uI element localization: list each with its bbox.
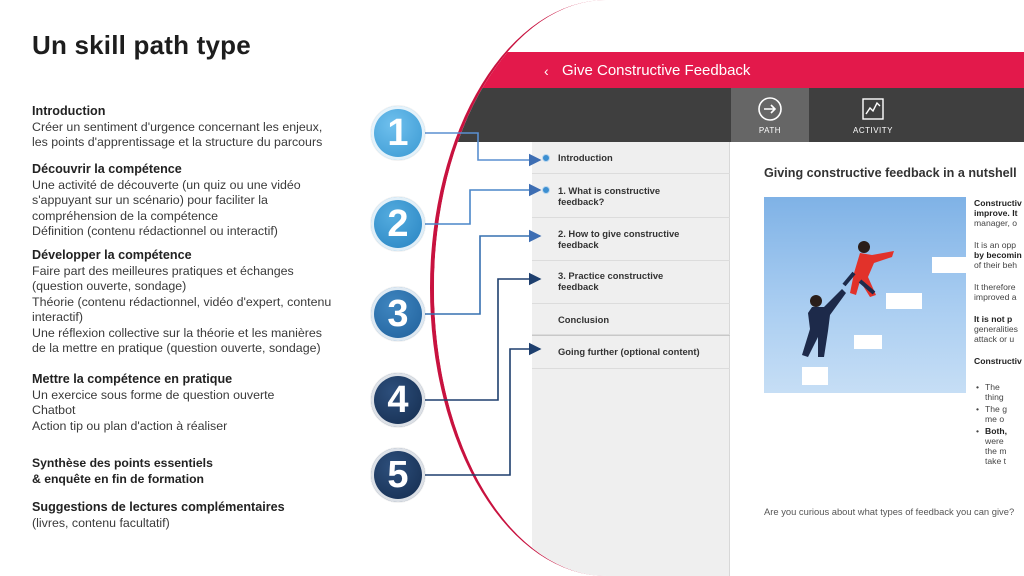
step-badge-4: 4 <box>371 373 425 427</box>
app-tab-bar: PATH ACTIVITY <box>434 88 1024 142</box>
section-line: les points d'apprentissage et la structu… <box>32 135 323 149</box>
app-screenshot-panel: ‹ Give Constructive Feedback PATH ACTIVI… <box>430 0 1024 576</box>
progress-dot-icon <box>542 186 550 194</box>
section-line: Une réflexion collective sur la théorie … <box>32 325 322 340</box>
bullet-icon: • <box>976 404 980 414</box>
section-heading: Mettre la compétence en pratique <box>32 372 233 386</box>
bullet-icon: • <box>976 426 980 436</box>
outline-item-introduction[interactable]: Introduction <box>532 142 730 174</box>
stair-step <box>932 257 966 273</box>
bullet-icon: • <box>976 382 980 392</box>
section-line: interactif) <box>32 310 83 324</box>
lesson-bullet-line: take t <box>985 456 1007 466</box>
course-title: Give Constructive Feedback <box>562 62 751 79</box>
outline-item-label: 2. How to give constructive <box>558 228 680 239</box>
section-line: Une activité de découverte (un quiz ou u… <box>32 177 301 192</box>
section-line: Théorie (contenu rédactionnel, vidéo d'e… <box>32 294 332 309</box>
activity-chart-icon <box>862 98 884 120</box>
step-badge-2: 2 <box>371 197 425 251</box>
lesson-text-line: of their beh <box>974 260 1017 270</box>
lesson-text-line: Constructiv <box>974 198 1022 208</box>
tab-label: ACTIVITY <box>852 126 893 135</box>
tab-label: PATH <box>758 126 782 135</box>
lesson-content: Giving constructive feedback in a nutshe… <box>730 142 1024 576</box>
outline-item-what-is[interactable]: 1. What is constructive feedback? <box>532 174 730 218</box>
outline-item-label: Conclusion <box>558 314 610 325</box>
lesson-title: Giving constructive feedback in a nutshe… <box>764 166 1017 180</box>
page-title: Un skill path type <box>32 30 251 60</box>
section-line: de la mettre en pratique (question ouver… <box>32 341 321 355</box>
section-line: Un exercice sous forme de question ouver… <box>32 387 275 402</box>
lesson-bullet-line: Both, <box>985 426 1007 436</box>
lesson-bullet-line: thing <box>985 392 1004 402</box>
section-line: s'appuyant sur un scénario) pour facilit… <box>32 193 268 207</box>
lesson-text-line: attack or u <box>974 334 1015 344</box>
teamwork-illustration <box>764 197 966 393</box>
section-line: Définition (contenu rédactionnel ou inte… <box>32 224 278 238</box>
stair-step <box>854 335 882 349</box>
section-line: compréhension de la compétence <box>32 208 218 223</box>
course-outline-sidebar: Introduction 1. What is constructive fee… <box>532 142 730 576</box>
stair-step <box>886 293 922 309</box>
outline-item-label: Going further (optional content) <box>558 346 700 357</box>
section-line: Chatbot <box>32 403 76 417</box>
section-summary: Synthèse des points essentiels & enquête… <box>32 456 362 487</box>
outline-item-label: 1. What is constructive <box>558 185 661 196</box>
lesson-bullet-line: me o <box>985 414 1005 424</box>
lesson-bullet-line: the m <box>985 446 1007 456</box>
tab-path[interactable]: PATH <box>731 88 809 142</box>
section-introduction: Introduction Créer un sentiment d'urgenc… <box>32 104 362 151</box>
app-window: ‹ Give Constructive Feedback PATH ACTIVI… <box>434 0 1024 576</box>
outline-item-going-further[interactable]: Going further (optional content) <box>532 335 730 369</box>
step-badge-3: 3 <box>371 287 425 341</box>
outline-item-how-to[interactable]: 2. How to give constructive feedback <box>532 218 730 261</box>
lesson-bullet-line: The <box>985 382 1000 392</box>
lesson-text-line: It therefore <box>974 282 1016 292</box>
section-line: Action tip ou plan d'action à réaliser <box>32 418 228 433</box>
lesson-text-line: It is an opp <box>974 240 1017 250</box>
lesson-bullet-line: The g <box>985 404 1007 414</box>
section-further-reading: Suggestions de lectures complémentaires … <box>32 500 362 531</box>
outline-item-label: 3. Practice constructive <box>558 270 664 281</box>
progress-dot-icon <box>542 154 550 162</box>
lesson-text-line: generalities <box>974 324 1018 334</box>
section-practice: Mettre la compétence en pratique Un exer… <box>32 372 362 434</box>
section-heading: Suggestions de lectures complémentaires <box>32 500 285 514</box>
lesson-text-line: It is not p <box>974 314 1013 324</box>
section-line: Créer un sentiment d'urgence concernant … <box>32 119 323 134</box>
step-badge-5: 5 <box>371 448 425 502</box>
lesson-text-line: improve. It <box>974 208 1018 218</box>
lesson-text-line: improved a <box>974 292 1017 302</box>
lesson-footer-question: Are you curious about what types of feed… <box>764 506 1015 517</box>
lesson-text-line: by becomin <box>974 250 1022 260</box>
outline-item-practice[interactable]: 3. Practice constructive feedback <box>532 261 730 304</box>
section-heading: Découvrir la compétence <box>32 162 182 176</box>
outline-item-label-line2: feedback <box>558 239 599 250</box>
stair-step <box>802 367 828 385</box>
lesson-text-line: manager, o <box>974 218 1017 228</box>
section-line: (question ouverte, sondage) <box>32 279 187 293</box>
section-discover: Découvrir la compétence Une activité de … <box>32 162 362 240</box>
outline-item-label-line2: feedback? <box>558 196 605 207</box>
section-heading-second-line: & enquête en fin de formation <box>32 471 204 486</box>
section-develop: Développer la compétence Faire part des … <box>32 248 362 357</box>
outline-item-conclusion[interactable]: Conclusion <box>532 304 730 335</box>
section-heading: Introduction <box>32 104 106 118</box>
section-heading: Développer la compétence <box>32 248 192 262</box>
arrow-circle-icon <box>758 97 782 121</box>
section-line: (livres, contenu facultatif) <box>32 515 170 530</box>
course-header: ‹ Give Constructive Feedback <box>434 52 1024 88</box>
lesson-text-line: Constructiv <box>974 356 1022 366</box>
back-arrow-icon[interactable]: ‹ <box>544 63 549 79</box>
tab-activity[interactable]: ACTIVITY <box>834 88 912 142</box>
outline-item-label: Introduction <box>558 152 613 163</box>
lesson-bullet-line: were <box>985 436 1004 446</box>
section-heading: Synthèse des points essentiels <box>32 456 213 470</box>
climbing-people-icon <box>802 241 894 357</box>
step-badge-1: 1 <box>371 106 425 160</box>
outline-item-label-line2: feedback <box>558 281 599 292</box>
section-line: Faire part des meilleures pratiques et é… <box>32 263 294 278</box>
